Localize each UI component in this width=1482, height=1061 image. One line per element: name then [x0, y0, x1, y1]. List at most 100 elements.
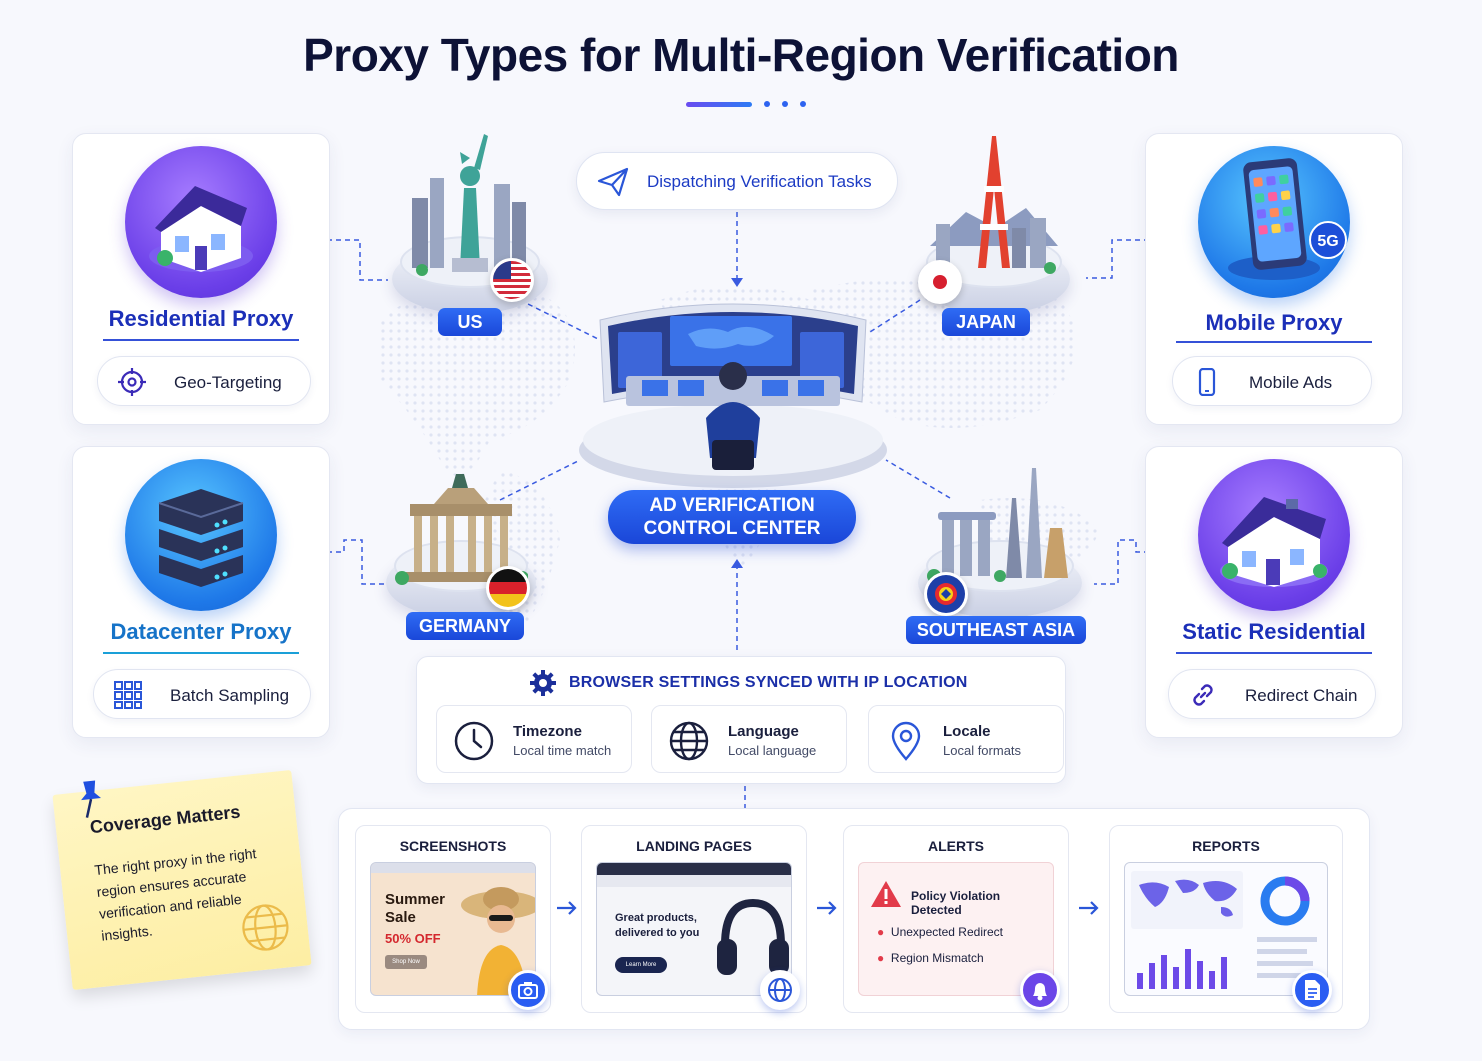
title-underline	[103, 339, 299, 341]
setting-language[interactable]: Language Local language	[651, 705, 847, 773]
promo-line2: Sale	[385, 909, 416, 926]
note-title: Coverage Matters	[88, 801, 242, 838]
residential-proxy-card[interactable]: Residential Proxy Geo-Targeting	[72, 133, 330, 425]
setting-subtitle: Local formats	[943, 743, 1022, 758]
alert-item: ● Unexpected Redirect	[877, 925, 1003, 939]
static-residential-card[interactable]: Static Residential Redirect Chain	[1145, 446, 1403, 738]
region-label-japan: JAPAN	[942, 308, 1030, 336]
feature-pill-redirect-chain[interactable]: Redirect Chain	[1168, 669, 1376, 719]
stage-screenshots[interactable]: SCREENSHOTS Summer Sale 50% OFF Shop Now	[355, 825, 551, 1013]
browser-settings-panel: BROWSER SETTINGS SYNCED WITH IP LOCATION…	[416, 656, 1066, 784]
feature-label: Batch Sampling	[170, 686, 290, 705]
5g-badge: 5G	[1317, 233, 1338, 250]
warning-icon	[871, 881, 901, 907]
title-underline	[1176, 341, 1372, 343]
gear-icon	[530, 670, 556, 696]
setting-subtitle: Local language	[728, 743, 817, 758]
feature-pill-batch-sampling[interactable]: Batch Sampling	[93, 669, 311, 719]
setting-title: Locale	[943, 723, 991, 740]
screenshot-thumbnail: Summer Sale 50% OFF Shop Now	[370, 862, 536, 996]
title-decoration	[686, 100, 816, 110]
arrow-right-icon	[557, 901, 577, 915]
report-charts-image	[1131, 871, 1317, 989]
bell-icon	[1020, 970, 1060, 1010]
datacenter-proxy-card[interactable]: Datacenter Proxy Batch Sampling	[72, 446, 330, 738]
promo-line1: Summer	[385, 891, 446, 908]
pushpin-icon	[81, 780, 101, 818]
learn-more-button: Learn More	[615, 957, 667, 973]
title-underline	[1176, 652, 1372, 654]
feature-label: Redirect Chain	[1245, 686, 1358, 705]
southeast-asia-region-platform[interactable]	[918, 468, 1082, 618]
germany-region-platform[interactable]	[386, 468, 536, 618]
headphones-image	[717, 898, 789, 975]
feature-label: Mobile Ads	[1249, 373, 1333, 392]
globe-icon	[760, 970, 800, 1010]
grid-icon	[114, 681, 142, 709]
control-center-label[interactable]: AD VERIFICATION CONTROL CENTER	[608, 490, 856, 544]
proxy-title: Residential Proxy	[108, 306, 294, 331]
control-center-label-line2: CONTROL CENTER	[643, 518, 821, 539]
us-flag-icon	[490, 258, 534, 302]
promo-discount: 50% OFF	[385, 931, 441, 946]
asean-flag-icon	[924, 572, 968, 616]
clock-icon	[454, 721, 494, 761]
proxy-title: Datacenter Proxy	[110, 619, 292, 644]
proxy-title: Mobile Proxy	[1205, 310, 1343, 335]
germany-flag-icon	[486, 566, 530, 610]
stage-alerts[interactable]: ALERTS Policy Violation Detected ● Unexp…	[843, 825, 1069, 1013]
promo-button: Shop Now	[385, 955, 427, 969]
paper-plane-icon	[597, 167, 629, 197]
us-region-platform[interactable]	[392, 128, 548, 314]
setting-title: Timezone	[513, 723, 582, 740]
page-title: Proxy Types for Multi-Region Verificatio…	[303, 29, 1179, 81]
feature-pill-mobile-ads[interactable]: Mobile Ads	[1172, 356, 1372, 406]
house-icon	[125, 146, 277, 298]
stage-title: REPORTS	[1192, 838, 1260, 854]
coverage-sticky-note: Coverage Matters The right proxy in the …	[52, 769, 312, 991]
region-label-germany: GERMANY	[406, 612, 524, 640]
brandenburg-gate-icon	[395, 474, 528, 585]
landing-headline-line1: Great products,	[615, 912, 697, 924]
link-icon	[1193, 684, 1213, 706]
output-pipeline-panel: SCREENSHOTS Summer Sale 50% OFF Shop Now…	[338, 808, 1370, 1030]
globe-icon	[669, 721, 709, 761]
stage-reports[interactable]: REPORTS	[1109, 825, 1343, 1013]
feature-pill-geo-targeting[interactable]: Geo-Targeting	[97, 356, 311, 406]
setting-subtitle: Local time match	[513, 743, 612, 758]
proxy-title: Static Residential	[1182, 619, 1366, 644]
report-dashboard-thumbnail	[1124, 862, 1328, 996]
camera-icon	[508, 970, 548, 1010]
house-icon	[1198, 459, 1350, 611]
globe-icon	[242, 904, 289, 951]
tokyo-tower-icon	[930, 136, 1058, 274]
stage-landing-pages[interactable]: LANDING PAGES Great products, delivered …	[581, 825, 807, 1013]
settings-title: BROWSER SETTINGS SYNCED WITH IP LOCATION	[569, 674, 968, 691]
dispatch-label: Dispatching Verification Tasks	[647, 172, 872, 191]
mobile-proxy-card[interactable]: 5G Mobile Proxy Mobile Ads	[1145, 133, 1403, 425]
landing-headline-line2: delivered to you	[615, 927, 700, 939]
setting-locale[interactable]: Locale Local formats	[868, 705, 1064, 773]
stage-title: ALERTS	[928, 838, 984, 854]
region-label-southeast-asia: SOUTHEAST ASIA	[906, 616, 1086, 644]
feature-label: Geo-Targeting	[174, 373, 282, 392]
region-label-us: US	[438, 308, 502, 336]
setting-title: Language	[728, 723, 799, 740]
setting-timezone[interactable]: Timezone Local time match	[436, 705, 632, 773]
japan-region-platform[interactable]	[918, 128, 1070, 314]
location-pin-icon	[891, 721, 921, 761]
japan-flag-icon	[918, 260, 962, 304]
alert-headline: Policy Violation Detected	[911, 889, 1001, 917]
woman-with-hat-image	[461, 887, 535, 995]
arrow-right-icon	[1079, 901, 1099, 915]
control-center-label-line1: AD VERIFICATION	[649, 495, 815, 516]
control-center-illustration	[579, 303, 887, 488]
dispatch-tasks-pill[interactable]: Dispatching Verification Tasks	[576, 152, 898, 210]
crosshair-icon	[118, 368, 146, 396]
stage-title: LANDING PAGES	[636, 838, 752, 854]
smartphone-icon: 5G	[1198, 146, 1350, 298]
server-stack-icon	[125, 459, 277, 611]
arrow-right-icon	[817, 901, 837, 915]
alert-panel: Policy Violation Detected ● Unexpected R…	[858, 862, 1054, 996]
southeast-asia-skyline-icon	[927, 468, 1068, 583]
